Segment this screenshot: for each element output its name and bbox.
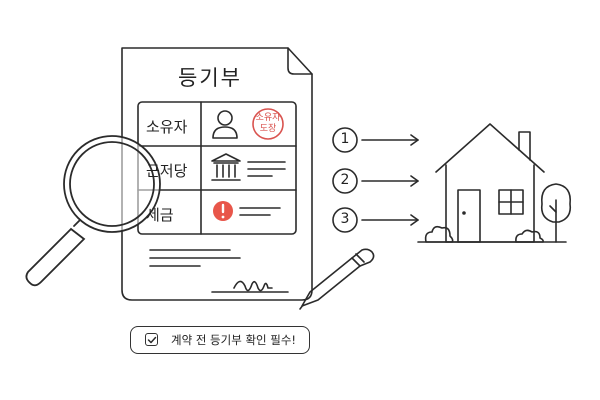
bank-icon: [211, 153, 241, 181]
step-circle-2: [332, 168, 358, 194]
exclamation-icon: [213, 201, 233, 221]
owner-stamp: [252, 108, 284, 140]
signature: [233, 280, 273, 292]
reminder-text: 계약 전 등기부 확인 필수!: [171, 333, 297, 347]
document-title: 등기부: [178, 66, 242, 90]
step-number-1: 1: [340, 131, 350, 147]
bank-detail-lines: [247, 161, 286, 177]
stamp-text-line-2: 도장: [259, 124, 277, 134]
step-circle-1: [332, 127, 358, 153]
document-text-lines: [149, 249, 241, 267]
pen-icon: [299, 248, 375, 310]
house-icon: [417, 123, 572, 243]
row-label-owner: 소유자: [146, 118, 188, 136]
arrow-right-icon: [361, 134, 419, 146]
person-icon: [212, 110, 238, 139]
row-label-mortgage: 근저당: [146, 162, 188, 180]
step-number-3: 3: [340, 211, 350, 227]
step-number-2: 2: [340, 172, 350, 188]
arrow-right-icon: [361, 214, 419, 226]
checkbox-icon: [145, 333, 158, 346]
arrow-right-icon: [361, 175, 419, 187]
step-circle-3: [332, 207, 358, 233]
row-label-tax: 세금: [146, 206, 174, 224]
stamp-text-line-1: 소유자: [255, 113, 281, 123]
tax-detail-lines: [239, 207, 281, 216]
magnifying-glass-icon: [25, 135, 161, 287]
reminder-box: 계약 전 등기부 확인 필수!: [130, 326, 310, 354]
document-fold: [287, 47, 313, 75]
